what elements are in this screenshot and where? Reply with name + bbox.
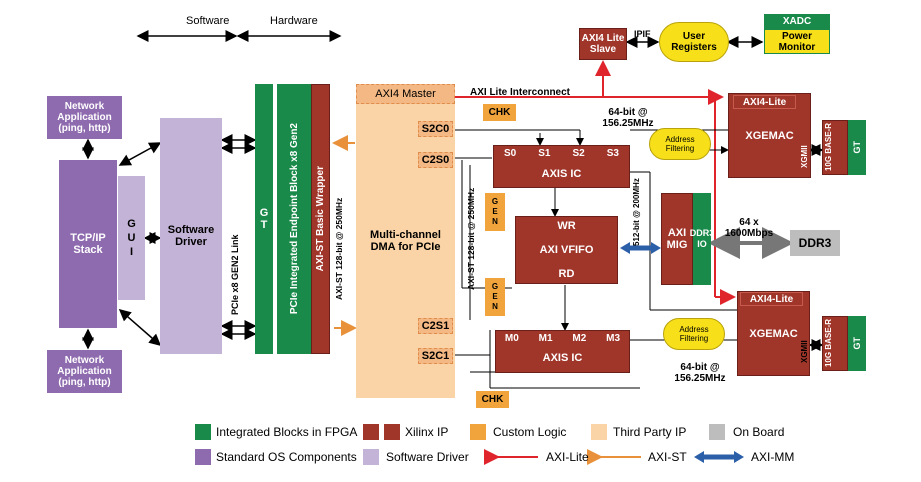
xgmii-top-label: XGMII xyxy=(800,145,809,168)
legend-axi-lite: AXI-Lite xyxy=(546,450,589,464)
address-filtering-bottom: Address Filtering xyxy=(663,318,725,350)
ddr3-io-block: DDR3 IO xyxy=(690,193,714,285)
port-s2: S2 xyxy=(572,148,585,159)
axis-ic-top: AXIS IC xyxy=(493,145,630,188)
axi4-lite-bottom-port: AXI4-Lite xyxy=(740,292,803,306)
port-m2: M2 xyxy=(572,333,587,344)
legend-third-party: Third Party IP xyxy=(613,425,687,439)
network-application-top: Network Application (ping, http) xyxy=(47,96,122,139)
mem-speed-label: 64 x 1600Mbps xyxy=(724,217,774,239)
ipif-label: IPIF xyxy=(634,29,651,39)
legend-std-os: Standard OS Components xyxy=(216,450,357,464)
legend-swatch-integrated xyxy=(195,424,211,440)
legend-swatch-sw-driver xyxy=(363,449,379,465)
legend-swatch-third-party xyxy=(591,424,607,440)
xgmii-bottom-label: XGMII xyxy=(800,340,809,363)
axis-ic-top-ports: S0 S1 S2 S3 xyxy=(493,148,630,159)
speed-bottom-label: 64-bit @ 156.25MHz xyxy=(674,362,726,384)
base-r-bottom-label: 10G BASE-R xyxy=(824,319,833,368)
gen-top-block: G E N xyxy=(485,193,505,231)
user-registers-cloud: User Registers xyxy=(659,22,729,62)
speed-top-label: 64-bit @ 156.25MHz xyxy=(602,107,654,129)
network-application-bottom: Network Application (ping, http) xyxy=(47,350,122,393)
legend-axi-st: AXI-ST xyxy=(648,450,687,464)
gen-bottom-block: G E N xyxy=(485,278,505,316)
vfifo-rd: RD xyxy=(558,268,575,280)
axi4-lite-top-port: AXI4-Lite xyxy=(733,95,796,109)
axis-ic-bottom-ports: M0 M1 M2 M3 xyxy=(495,333,630,344)
s2c0-port: S2C0 xyxy=(418,121,453,137)
legend-axi-mm: AXI-MM xyxy=(751,450,795,464)
axi-vfifo-block: WR AXI VFIFO RD xyxy=(515,216,618,284)
axi4-master-port: AXI4 Master xyxy=(356,84,455,104)
legend-swatch-xilinx-a xyxy=(363,424,379,440)
port-s0: S0 xyxy=(504,148,517,159)
ddr3-block: DDR3 xyxy=(790,230,840,256)
gt-top-label: GT xyxy=(852,141,862,154)
chk-top-block: CHK xyxy=(483,104,516,121)
pcie-endpoint-label: PCIe Integrated Endpoint Block x8 Gen2 xyxy=(288,123,300,315)
port-m0: M0 xyxy=(504,333,519,344)
pcie-endpoint-block: PCIe Integrated Endpoint Block x8 Gen2 xyxy=(277,84,311,354)
base-r-top-label: 10G BASE-R xyxy=(824,123,833,172)
port-s3: S3 xyxy=(606,148,619,159)
tcpip-stack: TCP/IP Stack xyxy=(59,160,117,328)
hardware-header: Hardware xyxy=(270,15,318,27)
axi-mig-block: AXI MIG xyxy=(661,193,693,285)
legend-sw-driver: Software Driver xyxy=(386,450,469,464)
power-monitor-block: Power Monitor xyxy=(764,29,830,54)
s2c1-port: S2C1 xyxy=(418,348,453,364)
legend-swatch-on-board xyxy=(709,424,725,440)
pcie-link-label: PCIe x8 GEN2 Link xyxy=(230,234,240,315)
legend-swatch-custom xyxy=(470,424,486,440)
legend-on-board: On Board xyxy=(733,425,785,439)
xadc-block: XADC xyxy=(764,14,830,29)
chk-bottom-block: CHK xyxy=(476,391,509,408)
software-header: Software xyxy=(186,15,230,27)
c2s1-port: C2S1 xyxy=(418,318,453,334)
c2s0-port: C2S0 xyxy=(418,152,453,168)
vfifo-label: AXI VFIFO xyxy=(539,244,594,256)
port-m1: M1 xyxy=(538,333,553,344)
axi-lite-interconnect-label: AXI Lite Interconnect xyxy=(470,87,571,98)
address-filtering-top: Address Filtering xyxy=(649,128,711,160)
gui-block: G U I xyxy=(118,176,145,300)
vfifo-wr: WR xyxy=(557,220,576,232)
bit512-label: 512-bit @ 200MHz xyxy=(632,178,641,246)
gt-left-block: G T xyxy=(255,84,273,354)
axi4-lite-slave: AXI4 Lite Slave xyxy=(579,28,627,60)
base-r-bottom-block: 10G BASE-R xyxy=(822,316,848,371)
axis-ic-bottom: AXIS IC xyxy=(495,330,630,373)
legend-integrated: Integrated Blocks in FPGA xyxy=(216,425,358,439)
axist-basic-wrapper: AXI-ST Basic Wrapper xyxy=(311,84,330,354)
legend-swatch-std-os xyxy=(195,449,211,465)
port-s1: S1 xyxy=(538,148,551,159)
legend-swatch-xilinx-b xyxy=(384,424,400,440)
axist-mid-speed: AXI-ST 128-bit @ 250MHz xyxy=(466,187,476,290)
port-m3: M3 xyxy=(606,333,621,344)
legend-custom-logic: Custom Logic xyxy=(493,425,567,439)
axist-wrapper-label: AXI-ST Basic Wrapper xyxy=(315,166,326,272)
axist-left-speed: AXI-ST 128-bit @ 250MHz xyxy=(334,197,344,300)
gt-bottom-label: GT xyxy=(852,337,862,350)
gt-top-block: GT xyxy=(848,120,866,175)
software-driver-block: Software Driver xyxy=(160,118,222,354)
gt-bottom-block: GT xyxy=(848,316,866,371)
base-r-top-block: 10G BASE-R xyxy=(822,120,848,175)
legend-xilinx-ip: Xilinx IP xyxy=(405,425,449,439)
